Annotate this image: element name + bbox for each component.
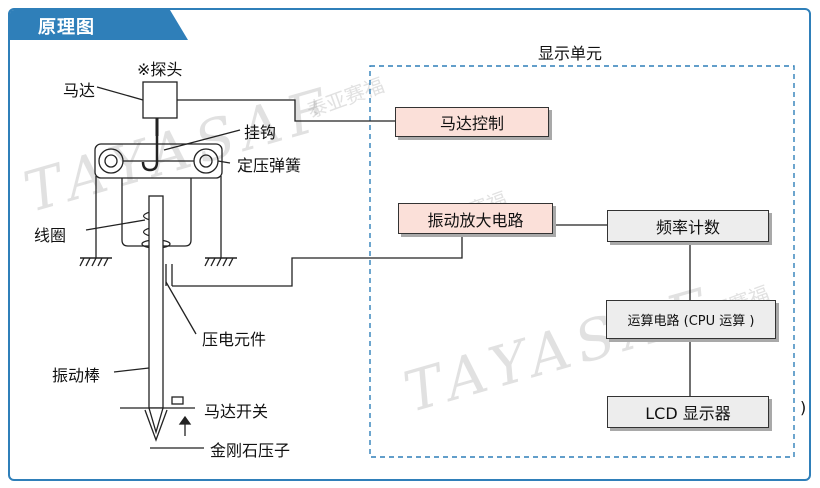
- title-tab: [10, 10, 188, 40]
- coil-label: 线圈: [34, 226, 67, 245]
- motor-switch-label: 马达开关: [204, 402, 269, 421]
- spring-housing: [94, 143, 223, 179]
- diagram-frame: [8, 8, 811, 481]
- spring-roller-right: [193, 148, 219, 174]
- spring-label: 定压弹簧: [237, 156, 302, 175]
- rod-label: 振动棒: [52, 366, 101, 385]
- motor-control-wire: [177, 99, 395, 122]
- piezo-to-amplifier-wire: [172, 218, 463, 287]
- motor-body: [142, 81, 178, 119]
- cpu-box: 运算电路 (CPU 运算 ): [606, 300, 776, 339]
- edge-mark: ): [800, 398, 807, 417]
- hook-shape: [141, 136, 159, 172]
- motor-leader: [96, 86, 144, 101]
- spring-roller-left: [98, 148, 124, 174]
- lcd-box: LCD 显示器: [607, 396, 769, 428]
- vibration-rod: [148, 195, 164, 409]
- indenter-label: 金刚石压子: [210, 441, 291, 460]
- piezo-label: 压电元件: [202, 330, 267, 349]
- motor-control-box: 马达控制: [395, 107, 549, 137]
- hook-label: 挂钩: [244, 123, 277, 142]
- page-title: 原理图: [38, 17, 95, 38]
- amplifier-box: 振动放大电路: [398, 203, 553, 234]
- frequency-counter-box: 频率计数: [607, 210, 769, 242]
- display-unit-title: 显示单元: [538, 44, 603, 63]
- motor-label: 马达: [63, 81, 96, 100]
- probe-label: ※探头: [137, 60, 183, 79]
- display-unit-frame: [369, 65, 795, 458]
